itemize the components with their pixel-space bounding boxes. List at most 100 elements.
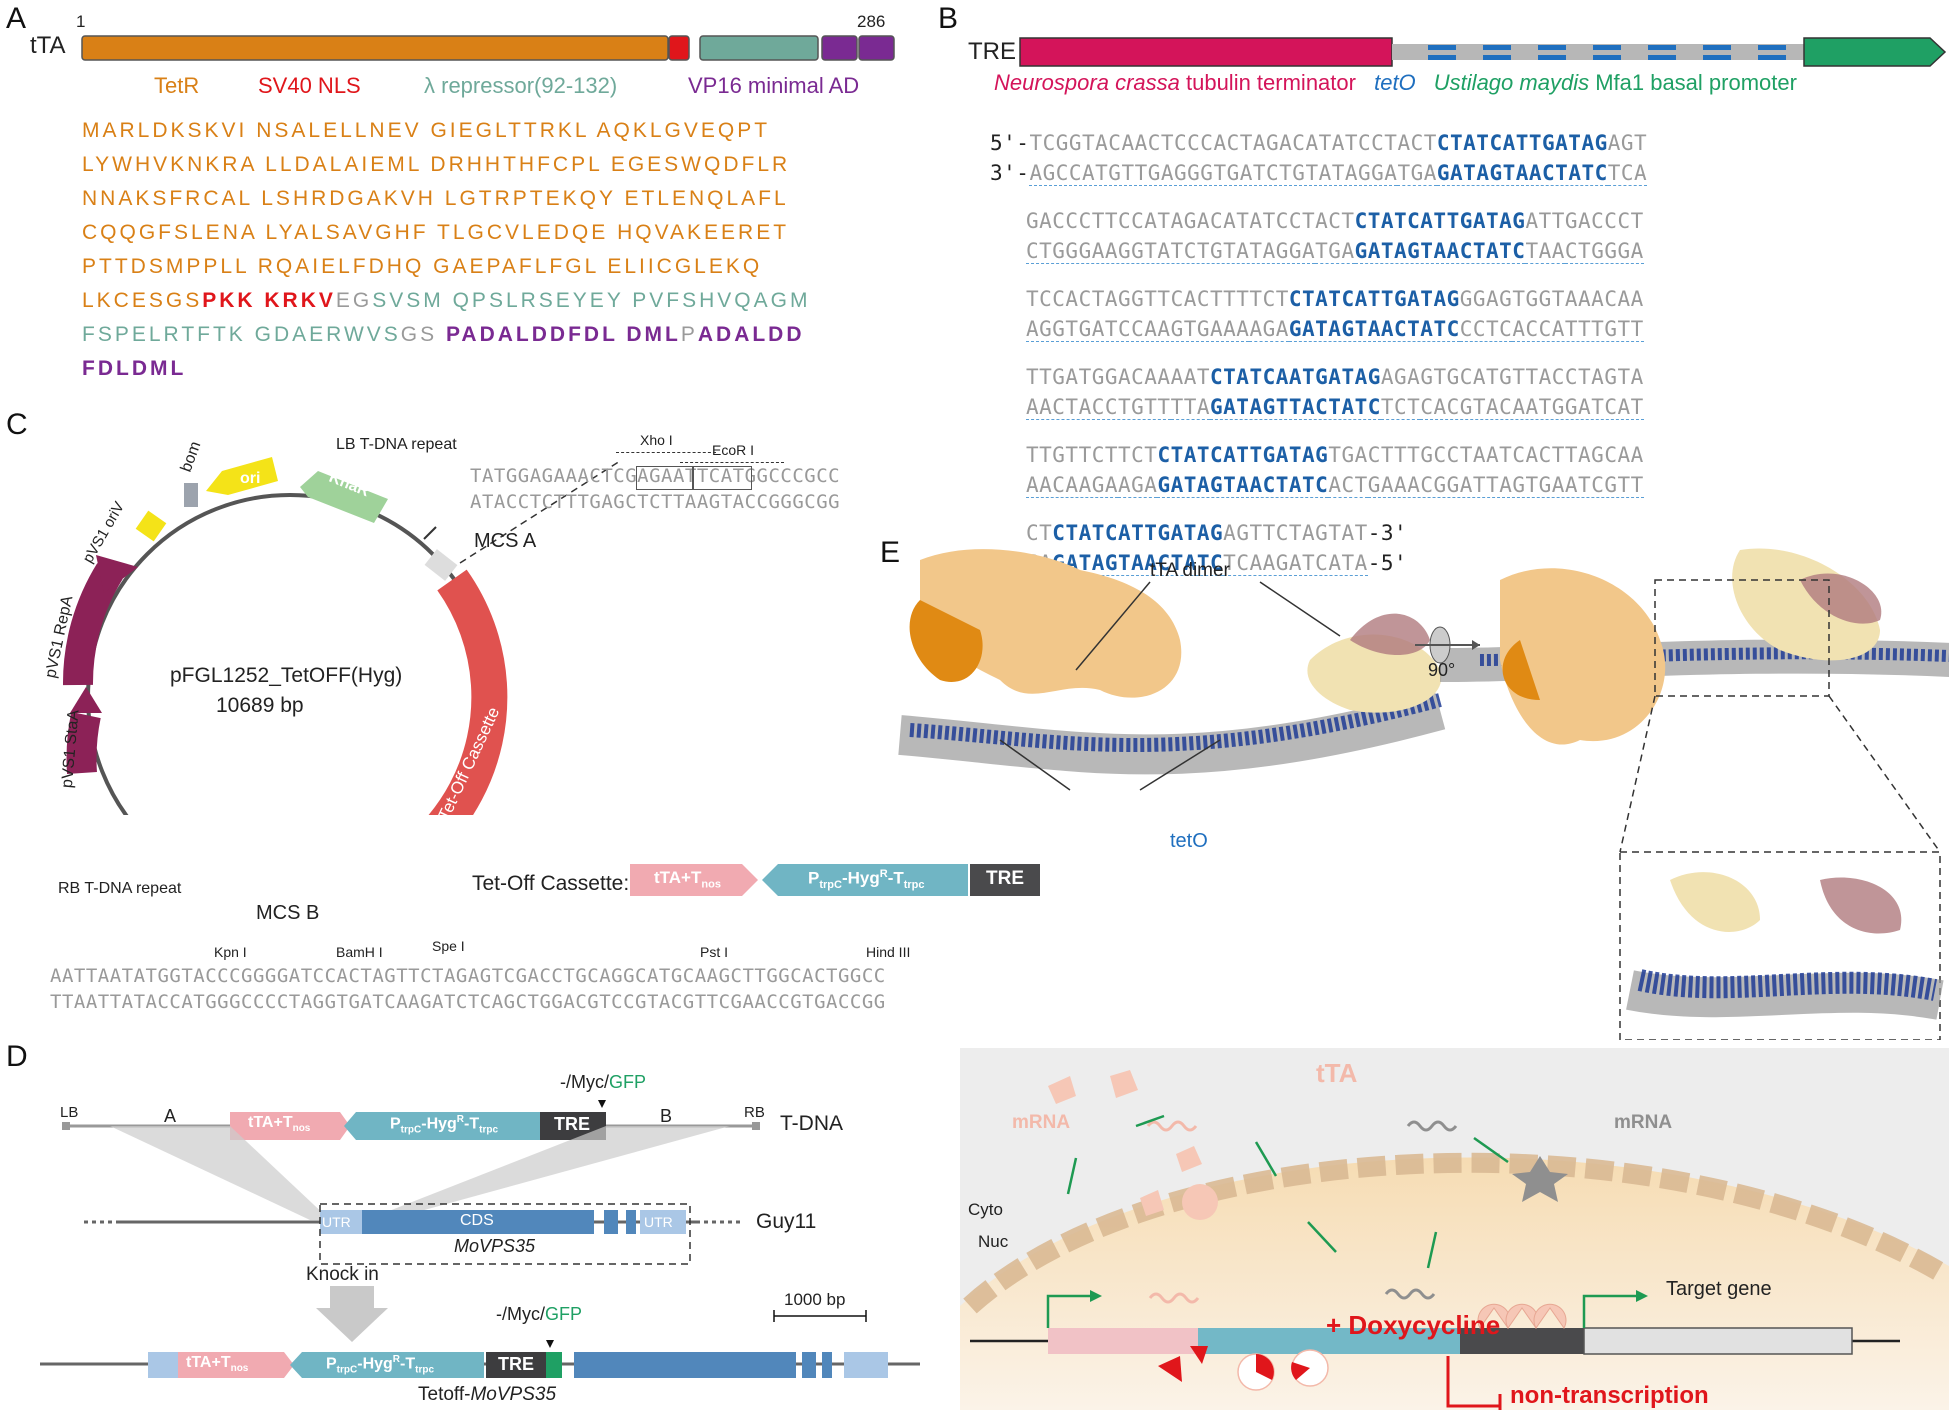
teto-site: CTATCATTGATAG — [1354, 209, 1526, 233]
sequence-row: NNAKSFRCAL LSHRDGAKVH LGTRPTEKQY ETLENQL… — [82, 182, 810, 216]
tetr-label: TetR — [154, 73, 200, 98]
nuc-label: Nuc — [978, 1232, 1009, 1251]
terminator-species: Neurospora crassa — [994, 70, 1180, 95]
teto-site: CTATCATTGATAG — [1288, 287, 1460, 311]
sequence-segment: MARLDKSKVI NSALELLNEV GIEGLTTRKL AQKLGVE… — [82, 119, 771, 142]
tta-end: 286 — [857, 12, 886, 31]
tre-sequence-block: 5'-TCGGTACAACTCCCACTAGACATATCCTACTCTATCA… — [990, 128, 1648, 188]
sequence-segment: TTA — [1170, 395, 1211, 420]
panel-label-b: B — [938, 2, 959, 35]
sequence-segment: FDLDML — [82, 357, 187, 380]
sequence-segment: CCTC — [1459, 317, 1513, 342]
d2-hyg-sub1: trpC — [336, 1364, 358, 1376]
plasmid-name: pFGL1252_TetOFF(Hyg) — [170, 664, 403, 687]
teto-site: GATAGTAACTATC — [1436, 161, 1608, 186]
sequence-segment: FSPELRTFTK GDAERWVS — [82, 323, 401, 346]
doxycycline-label: + Doxycycline — [1326, 1310, 1501, 1340]
tre-top-strand: TCCACTAGGTTCACTTTTCTCTATCATTGATAGGGAGTGG… — [990, 284, 1647, 314]
d2-tta-sub: nos — [230, 1363, 249, 1375]
teto-site: CTATCATTGATAG — [1157, 443, 1329, 467]
teto-structure-label: tetO — [1170, 830, 1208, 852]
tre-bottom-strand: AACAAGAAGAGATAGTAACTATCACTGAAACGGATTAGTG… — [990, 470, 1647, 500]
sequence-segment: ACT — [1328, 473, 1368, 498]
cassette-hyg-sub2: trpc — [903, 879, 925, 892]
scale-label: 1000 bp — [784, 1290, 846, 1309]
sequence-segment: P — [680, 323, 698, 346]
xhoi-label: Xho I — [640, 432, 673, 448]
d-lb-label: LB — [60, 1104, 79, 1121]
xhoi-dash — [616, 452, 716, 453]
xhoi-box — [636, 466, 694, 490]
ori-arrow — [206, 457, 278, 495]
tre-bottom-strand: AGGTGATCCAAGTGAAAAGAGATAGTAACTATCCCTCACC… — [990, 314, 1647, 344]
sequence-segment: GACCCTTCCATAGACATATCCTACT — [1026, 209, 1355, 233]
nls-domain — [668, 35, 690, 61]
bamhi-label: BamH I — [336, 944, 383, 960]
terminator-label: tubulin terminator — [1179, 70, 1356, 95]
teto-site: GATAGTTACTATC — [1210, 395, 1381, 420]
sequence-segment: GGAGTGGTAAACAA — [1459, 287, 1644, 311]
knockin-diagram — [40, 1100, 920, 1378]
sequence-segment: LKCESGS — [82, 289, 203, 312]
sequence-row: LYWHVKNKRA LLDALAIEML DRHHTHFCPL EGESWQD… — [82, 148, 810, 182]
d2-tag-text: -/Myc/ — [496, 1304, 545, 1324]
sequence-segment: AGCCATGTTGAGGGTGATCTGTATAGGA — [1029, 161, 1398, 186]
result-label: Tetoff-MoVPS35 — [418, 1384, 556, 1406]
tta-domain-bar — [81, 35, 895, 61]
tdna-label: T-DNA — [780, 1112, 843, 1135]
sequence-segment: CTGGGAAGGTATCTGTATAGGA — [1026, 239, 1316, 264]
tta-label-f: tTA — [1316, 1058, 1358, 1088]
tre-label: TRE — [968, 38, 1016, 65]
plasmid-size: 10689 bp — [216, 694, 304, 717]
d-hyg-mid2: -T — [464, 1115, 480, 1133]
lb-repeat-label: LB T-DNA repeat — [336, 436, 457, 453]
d-rb-label: RB — [744, 1104, 765, 1121]
promoter-arrow — [1803, 37, 1947, 67]
mcs-b-top-strand: AATTAATATGGTACCCGGGGATCCACTAGTTCTAGAGTCG… — [50, 965, 886, 987]
psti-label: Pst I — [700, 944, 729, 960]
d2-hyg-box: PtrpC-HygR-Ttrpc — [326, 1354, 434, 1376]
mcs-b-label: MCS B — [256, 902, 320, 924]
tre-sequence-block: TTGATGGACAAAATCTATCAATGATAGAGAGTGCATGTTA… — [990, 362, 1647, 422]
d-utr-2: UTR — [644, 1214, 673, 1230]
cassette-label: Tet-Off Cassette: — [472, 872, 630, 895]
sequence-segment: LYWHVKNKRA LLDALAIEML DRHHTHFCPL EGESWQD… — [82, 153, 791, 176]
cassette-hyg-mid: -Hyg — [841, 868, 880, 888]
teto-site: CTATCAATGATAG — [1210, 365, 1381, 389]
d-b-label: B — [660, 1106, 673, 1126]
d-utr-1: UTR — [322, 1214, 351, 1230]
teto-repeats — [1428, 45, 1786, 60]
d-hyg-sub2: trpc — [479, 1124, 499, 1136]
tre-bar — [1019, 37, 1947, 67]
result-prefix: Tetoff- — [418, 1384, 471, 1405]
sequence-segment: AGA — [1118, 473, 1158, 498]
sequence-segment: PKK KRKV — [202, 289, 336, 312]
non-transcription-label: non-transcription — [1510, 1382, 1709, 1409]
sequence-segment: TCCACTAGGTTCACTTTTCT — [1026, 287, 1289, 311]
guy11-label: Guy11 — [756, 1210, 817, 1233]
sequence-segment: EG — [335, 289, 373, 312]
vp16-domain-2 — [858, 35, 895, 61]
sequence-segment: ATTGACCCT — [1525, 209, 1644, 233]
d-hyg-box: PtrpC-HygR-Ttrpc — [390, 1114, 498, 1136]
sequence-row: FDLDML — [82, 352, 810, 386]
sequence-row: PTTDSMPPLL RQAIELFDHQ GAEPAFLFGL ELIICGL… — [82, 250, 810, 284]
teto-site: GATAGTAACTATC — [1157, 473, 1329, 498]
hindiii-label: Hind III — [866, 944, 911, 960]
kpni-label: Kpn I — [214, 944, 247, 960]
cassette-tta-sub: nos — [701, 878, 721, 891]
vp16-domain-1 — [821, 35, 858, 61]
cassette-tta-text: tTA+T — [654, 868, 702, 887]
rb-repeat-label: RB T-DNA repeat — [58, 880, 182, 897]
d-tag-label: -/Myc/GFP — [560, 1072, 646, 1093]
sequence-segment: PTTDSMPPLL RQAIELFDHQ GAEPAFLFGL ELIICGL… — [82, 255, 763, 278]
ori-label: ori — [240, 470, 261, 487]
cassette-tre-box: TRE — [986, 868, 1024, 889]
sequence-segment: TGACTTTGCCTAATCACTTAGCAA — [1328, 443, 1644, 467]
strand-end-label: 5'- — [990, 131, 1030, 155]
target-gene-label: Target gene — [1666, 1278, 1772, 1300]
tre-bottom-strand: AACTACCTGTTTTAGATAGTTACTATCTCTCACGTACAAT… — [990, 392, 1647, 422]
sequence-segment: AACAAGA — [1026, 473, 1119, 498]
sequence-segment: AACTACCTGTT — [1026, 395, 1171, 420]
sequence-row: CQQGFSLENA LYALSAVGHF TLGCVLEDQE HQVAKEE… — [82, 216, 810, 250]
